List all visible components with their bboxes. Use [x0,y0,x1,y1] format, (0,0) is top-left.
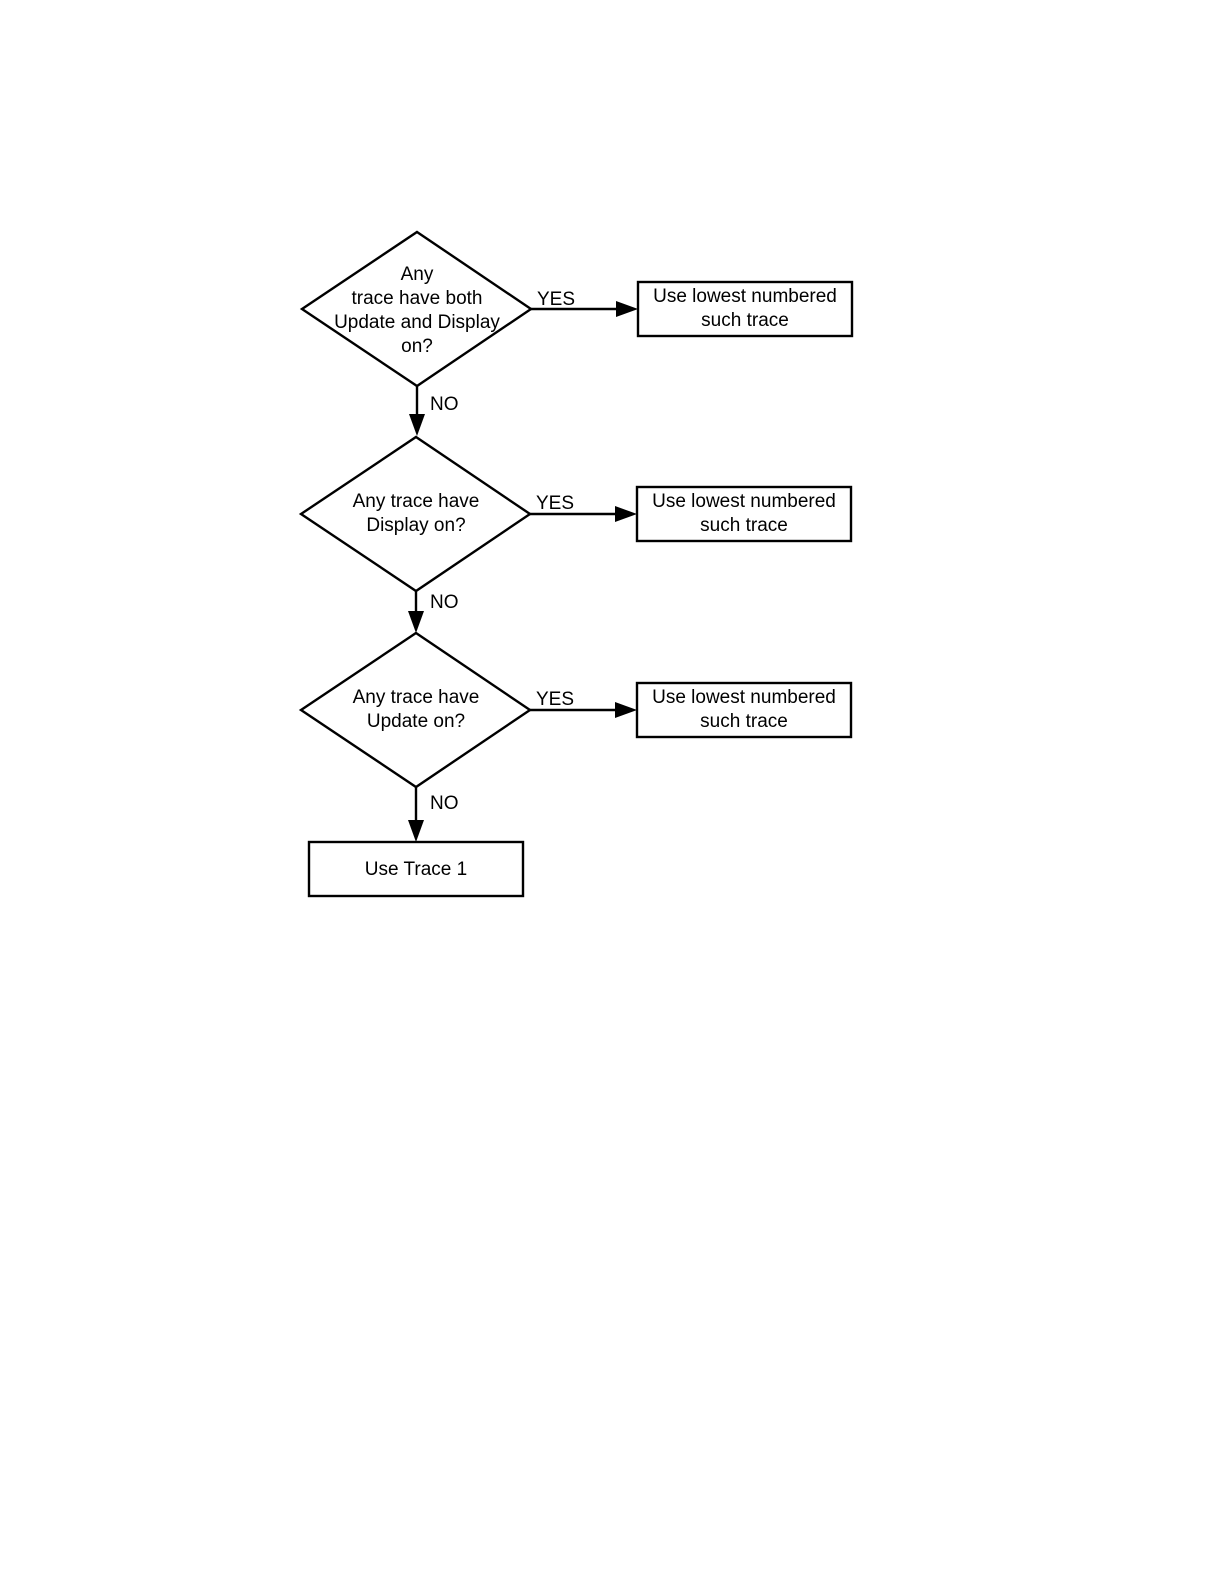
decision-2: Any trace have Display on? [301,437,530,591]
decision-1: Any trace have both Update and Display o… [302,232,531,386]
outcome-2-line-1: Use lowest numbered [652,491,836,512]
outcome-3-line-2: such trace [700,711,788,732]
outcome-3-line-1: Use lowest numbered [652,687,836,708]
decision-3: Any trace have Update on? [301,633,530,787]
outcome-1: Use lowest numbered such trace [638,282,852,336]
final-outcome: Use Trace 1 [309,842,523,896]
decision-2-diamond [301,437,530,591]
decision-2-line-1: Any trace have [353,491,480,512]
decision-1-diamond [302,232,531,386]
decision-3-line-1: Any trace have [353,687,480,708]
arrowhead-right-icon [615,506,637,522]
no-label-1: NO [430,394,459,415]
decision-1-line-4: on? [401,336,433,357]
arrowhead-down-icon [408,820,424,842]
outcome-3: Use lowest numbered such trace [637,683,851,737]
decision-2-line-2: Display on? [366,515,465,536]
outcome-1-line-2: such trace [701,310,789,331]
decision-3-diamond [301,633,530,787]
no-arrow-3: NO [408,787,459,842]
decision-1-line-1: Any [401,264,434,285]
yes-arrow-2: YES [530,493,637,522]
outcome-2-line-2: such trace [700,515,788,536]
yes-label-2: YES [536,493,574,514]
arrowhead-right-icon [615,702,637,718]
no-label-3: NO [430,793,459,814]
yes-label-1: YES [537,289,575,310]
outcome-2: Use lowest numbered such trace [637,487,851,541]
yes-arrow-3: YES [530,689,637,718]
yes-arrow-1: YES [531,289,638,317]
arrowhead-down-icon [409,414,425,436]
final-outcome-label: Use Trace 1 [365,859,467,880]
outcome-1-line-1: Use lowest numbered [653,286,837,307]
no-label-2: NO [430,592,459,613]
decision-1-line-3: Update and Display [334,312,500,333]
decision-3-line-2: Update on? [367,711,465,732]
yes-label-3: YES [536,689,574,710]
no-arrow-2: NO [408,591,459,633]
arrowhead-down-icon [408,611,424,633]
no-arrow-1: NO [409,386,459,436]
arrowhead-right-icon [616,301,638,317]
decision-1-line-2: trace have both [352,288,483,309]
